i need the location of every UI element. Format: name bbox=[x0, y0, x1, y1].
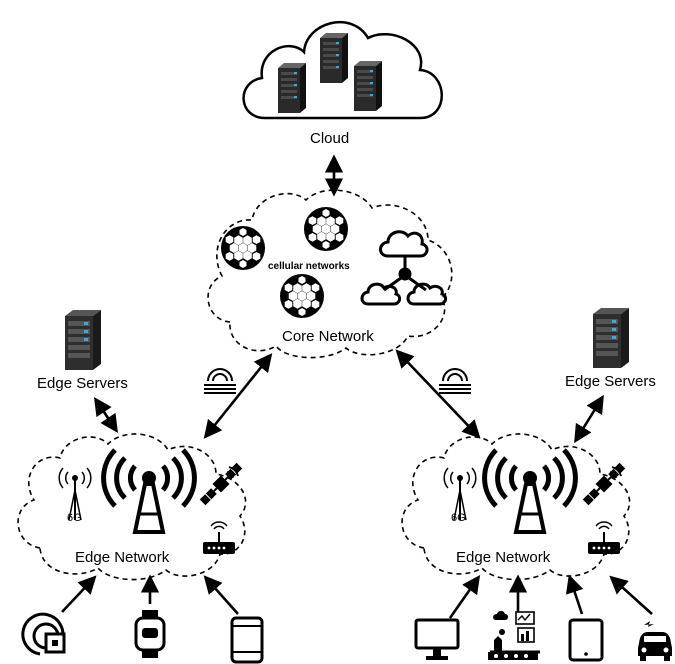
6g-label-right: 6G bbox=[451, 512, 466, 524]
cell-tower-icon bbox=[485, 450, 576, 532]
hexagon-cluster-icon bbox=[280, 274, 324, 318]
edge-servers-label-right: Edge Servers bbox=[565, 373, 656, 390]
cloud-servers-icon bbox=[278, 33, 382, 113]
phone-uplink-arrow bbox=[203, 575, 239, 615]
monitor-uplink-arrow bbox=[448, 575, 481, 619]
tablet-icon bbox=[568, 618, 604, 662]
car-uplink-arrow bbox=[609, 575, 653, 615]
cloud-topology-icon bbox=[360, 230, 448, 306]
cell-tower-icon bbox=[104, 450, 195, 532]
core-network-label: Core Network bbox=[282, 328, 374, 345]
monitor-icon bbox=[414, 618, 460, 660]
server-tower-icon bbox=[65, 310, 101, 370]
core-edge-left-arrow bbox=[203, 353, 273, 439]
6g-label-left: 6G bbox=[67, 512, 82, 524]
smart-factory-icon bbox=[488, 611, 540, 660]
core-network-cloud bbox=[207, 189, 453, 359]
router-icon bbox=[587, 521, 621, 555]
hexagon-cluster-icon bbox=[304, 207, 348, 251]
hexagon-cluster-icon bbox=[221, 226, 265, 270]
cellular-networks-label: cellular networks bbox=[268, 261, 350, 272]
wireless-link-icon bbox=[203, 368, 237, 394]
server-edge-right-arrow bbox=[574, 394, 604, 444]
edge-network-label-left: Edge Network bbox=[75, 549, 170, 566]
smartphone-icon bbox=[230, 616, 264, 664]
core-edge-right-arrow bbox=[395, 349, 481, 439]
server-edge-left-arrow bbox=[93, 396, 119, 434]
sensor-icon bbox=[21, 612, 66, 656]
server-tower-icon bbox=[593, 308, 629, 368]
car-icon bbox=[638, 621, 672, 661]
cloud-label: Cloud bbox=[310, 130, 350, 147]
router-icon bbox=[202, 521, 236, 555]
edge-network-label-right: Edge Network bbox=[456, 549, 551, 566]
wireless-link-icon bbox=[438, 368, 472, 394]
tablet-uplink-arrow bbox=[565, 574, 584, 615]
cloud-shape bbox=[242, 21, 443, 120]
edge-servers-label-left: Edge Servers bbox=[37, 375, 128, 392]
sensor-uplink-arrow bbox=[61, 575, 97, 613]
smartwatch-icon bbox=[134, 610, 166, 658]
